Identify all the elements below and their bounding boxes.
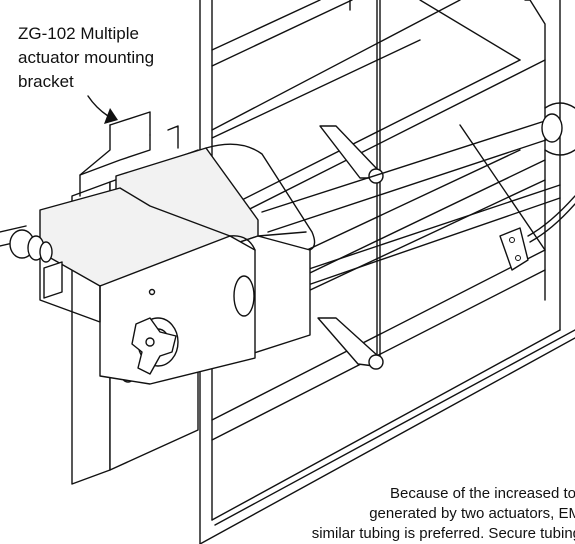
drive-shaft xyxy=(261,102,575,287)
callout-line-1: ZG-102 Multiple xyxy=(18,24,139,43)
bracket-callout-label: ZG-102 Multiple actuator mounting bracke… xyxy=(18,22,218,94)
crank-arms xyxy=(317,125,575,370)
note-line-2: generated by two actuators, EM xyxy=(369,505,575,522)
note-line-1: Because of the increased tor xyxy=(390,485,575,502)
note-line-3: similar tubing is preferred. Secure tubi… xyxy=(311,525,575,542)
front-actuator xyxy=(39,187,256,385)
conduit-fitting xyxy=(0,225,53,263)
tubing-note: Because of the increased tor generated b… xyxy=(221,484,575,544)
callout-line-2: actuator mounting xyxy=(18,48,155,67)
damper-frame xyxy=(199,0,575,544)
callout-line-3: bracket xyxy=(18,72,74,91)
callout-arrow xyxy=(87,95,118,124)
